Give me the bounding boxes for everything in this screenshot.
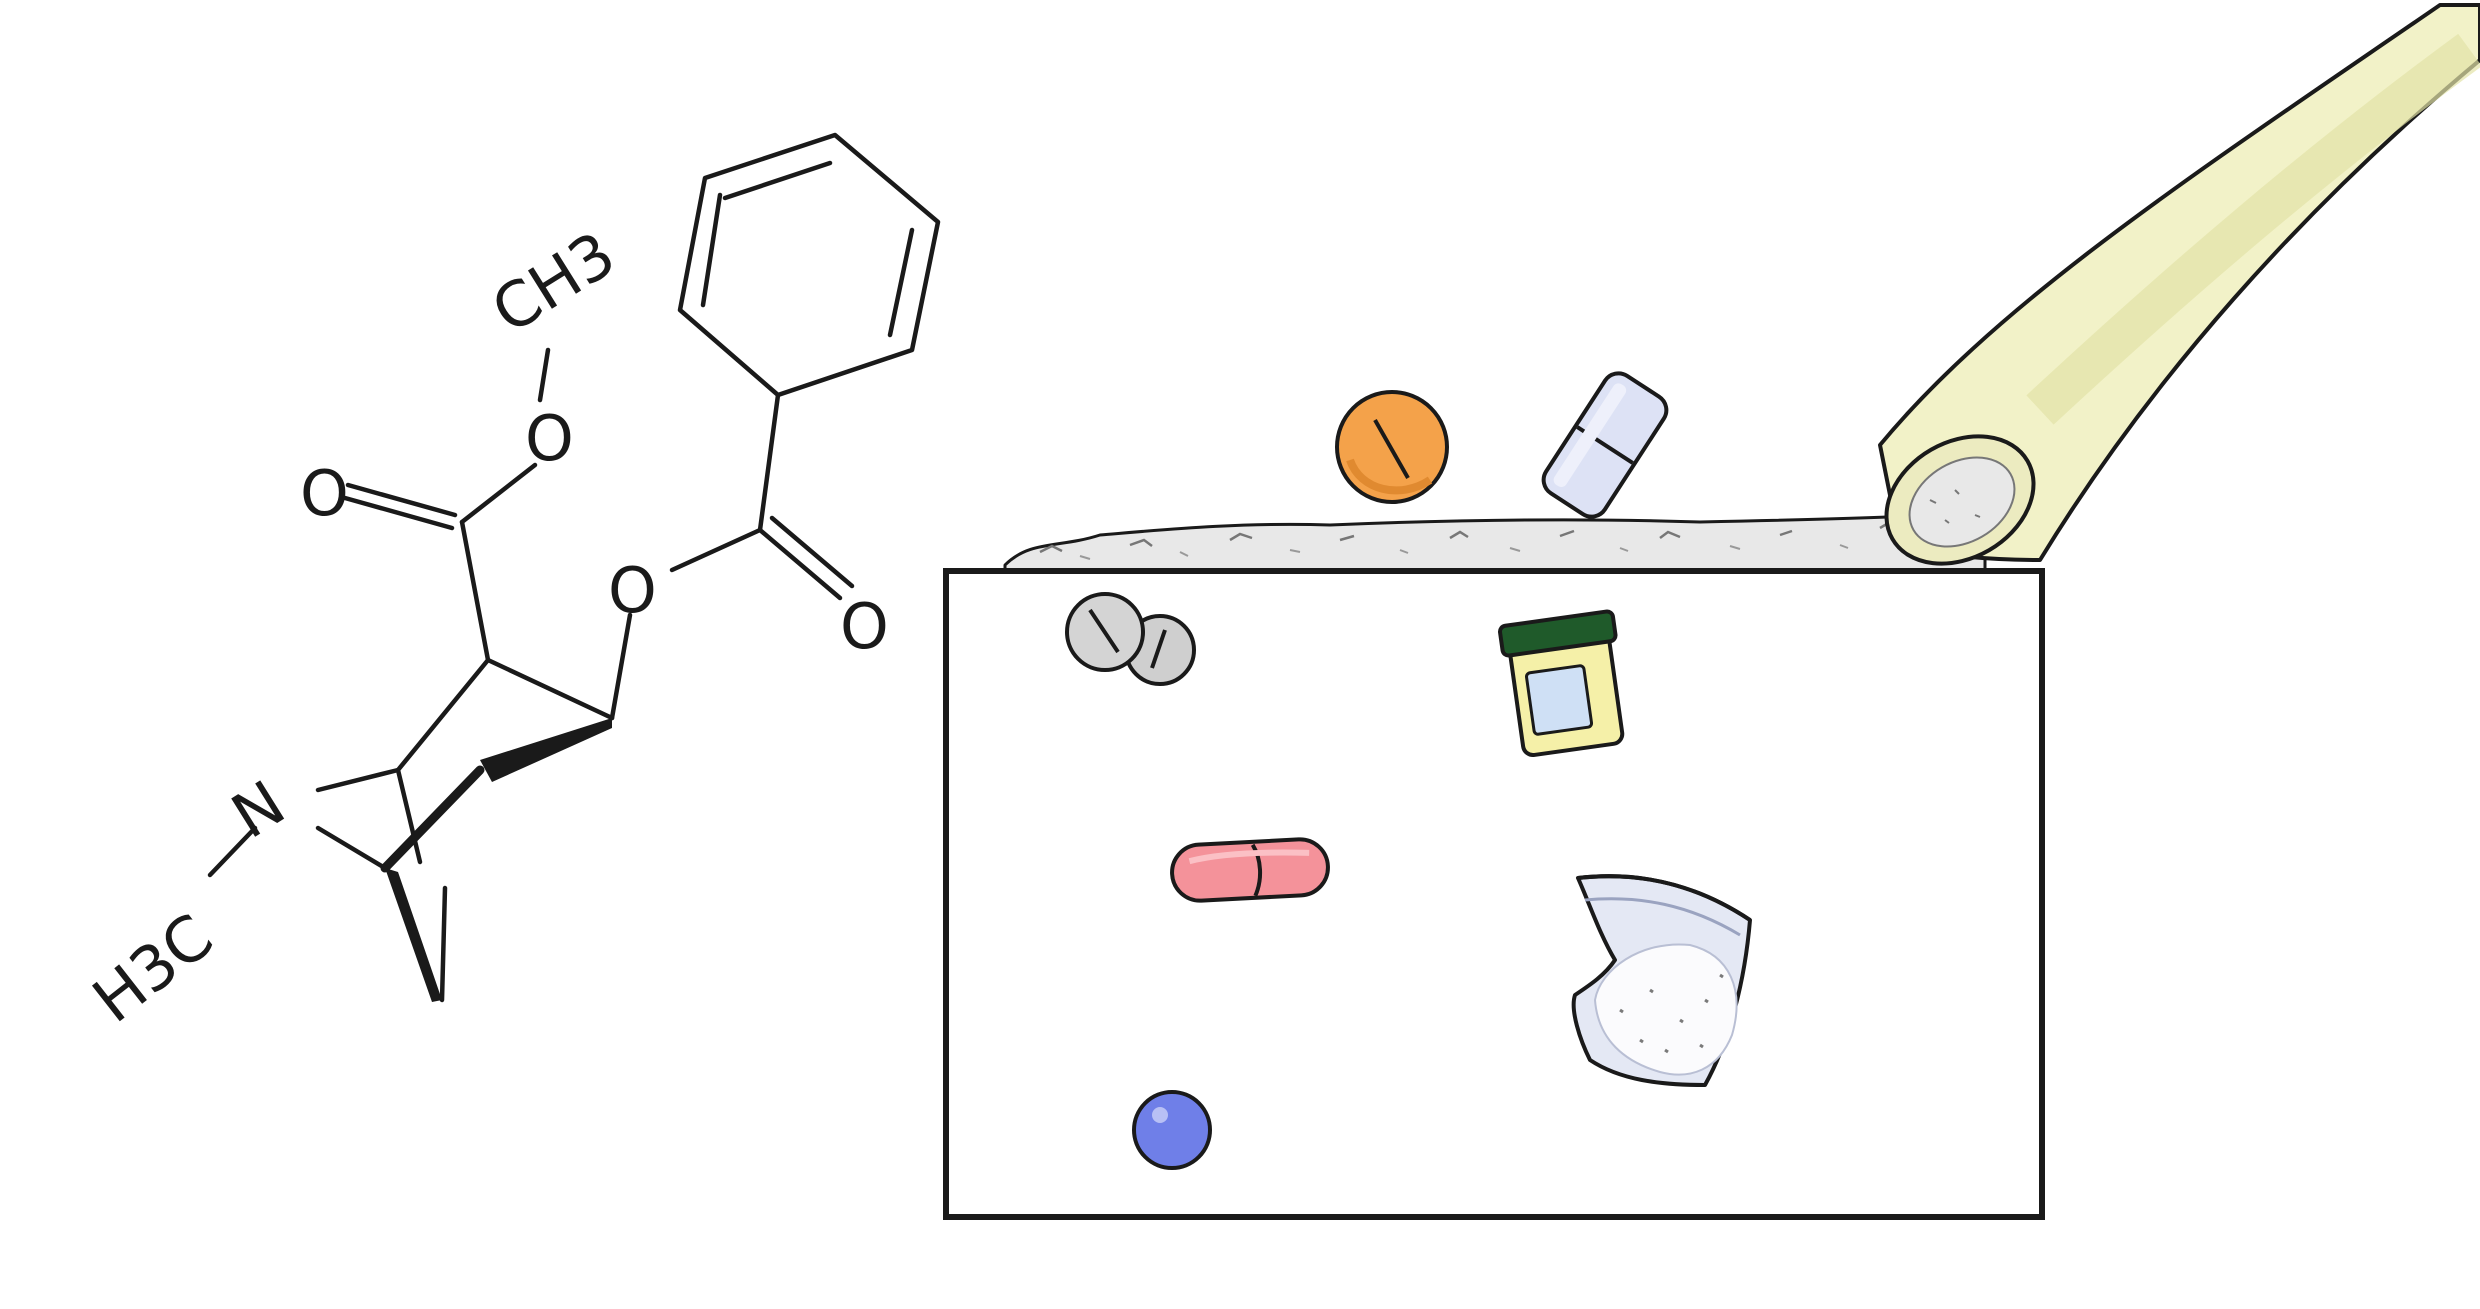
content-box (943, 568, 2045, 1220)
white-capsule-tablet-icon (1541, 371, 1669, 519)
orange-pill-icon (1335, 390, 1449, 504)
grey-tablets-icon (1065, 592, 1196, 686)
powder-line-icon (1003, 468, 1987, 572)
pink-capsule-icon (1170, 837, 1330, 903)
powder-bag-icon (1571, 874, 1752, 1087)
ring-to-carbonyl-bond (757, 392, 781, 533)
benzene-ring (677, 132, 941, 398)
straw-icon (1878, 3, 2480, 566)
atom-nitrogen: N (219, 766, 297, 852)
atom-h3c-n: H3C (79, 900, 226, 1037)
atom-ch3-top: CH3 (479, 217, 627, 347)
cocaine-structure: CH3 O O O O N H3C (79, 132, 941, 1037)
atom-o-benzoate-ether: O (608, 554, 657, 627)
blue-pill-icon (1132, 1090, 1212, 1170)
atom-o-ester-ether: O (525, 402, 574, 475)
wedge-bond (480, 718, 612, 782)
atom-o-benzoate-carbonyl: O (840, 590, 889, 663)
pill-jar-icon (1498, 609, 1625, 758)
atom-o-ester-carbonyl: O (300, 457, 349, 530)
